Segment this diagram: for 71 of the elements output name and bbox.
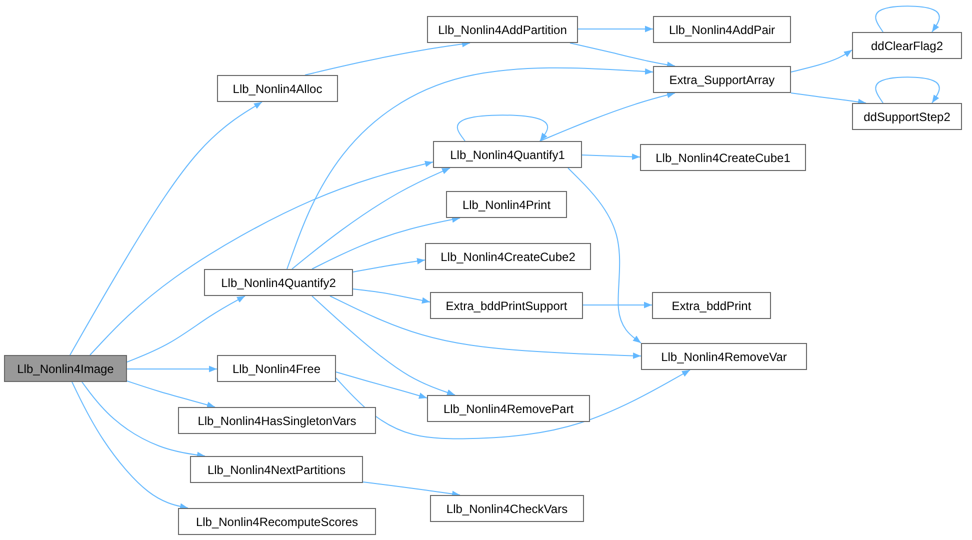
function-box — [652, 292, 771, 319]
function-name: Extra_SupportArray — [669, 72, 775, 86]
function-box — [653, 66, 791, 93]
function-box — [178, 407, 376, 434]
arrow — [90, 160, 434, 356]
function-name: Llb_Nonlin4RemoveVar — [661, 350, 787, 364]
arrow — [72, 382, 188, 510]
arrow — [582, 154, 640, 160]
function-name: Llb_Nonlin4RemovePart — [443, 402, 574, 416]
function-name: Extra_bddPrint — [672, 298, 752, 312]
function-box — [178, 508, 376, 535]
arrow — [352, 258, 426, 272]
function-box — [640, 144, 806, 171]
arrow — [875, 6, 940, 32]
function-name: Llb_Nonlin4NextPartitions — [207, 462, 346, 476]
arrow — [578, 26, 654, 32]
arrow — [126, 366, 218, 372]
function-box — [427, 16, 578, 43]
arrow — [456, 114, 548, 142]
function-name: ddClearFlag2 — [870, 38, 944, 52]
arrow — [790, 92, 866, 106]
arrow — [336, 370, 690, 440]
function-box — [446, 191, 567, 218]
arrow — [312, 296, 456, 396]
function-box — [852, 32, 962, 59]
function-name: Llb_Nonlin4Quantify2 — [221, 276, 336, 290]
arrow — [362, 482, 460, 498]
arrow — [570, 42, 676, 68]
function-name: Llb_Nonlin4Print — [462, 198, 551, 212]
arrow — [352, 288, 430, 304]
function-box — [4, 355, 127, 382]
function-box — [204, 269, 353, 296]
arrow — [286, 67, 654, 270]
function-box — [217, 355, 336, 382]
function-box — [641, 343, 807, 370]
function-box — [430, 495, 584, 522]
arrow — [292, 168, 450, 270]
function-box — [653, 16, 791, 43]
function-name: Llb_Nonlin4CheckVars — [446, 502, 568, 516]
function-name: Llb_Nonlin4CreateCube1 — [656, 150, 790, 164]
function-box — [427, 395, 590, 422]
arrow — [82, 382, 206, 458]
function-box — [190, 456, 363, 483]
arrow — [582, 302, 652, 308]
function-box — [852, 103, 962, 130]
arrow — [330, 296, 642, 359]
arrow — [540, 92, 676, 142]
function-name: Llb_Nonlin4Alloc — [232, 82, 322, 96]
function-box — [433, 141, 582, 168]
function-box — [217, 75, 338, 102]
function-name: Llb_Nonlin4Free — [232, 362, 321, 376]
function-box — [430, 292, 583, 319]
function-name: ddSupportStep2 — [864, 110, 950, 124]
function-name: Llb_Nonlin4Image — [17, 362, 114, 376]
function-name: Llb_Nonlin4AddPair — [668, 22, 776, 36]
function-name: Llb_Nonlin4CreateCube2 — [440, 250, 576, 264]
arrow — [336, 372, 428, 399]
arrow — [790, 50, 852, 72]
arrow — [70, 102, 262, 356]
function-box — [425, 243, 591, 270]
function-name: Llb_Nonlin4RecomputeScores — [196, 514, 358, 528]
function-name: Extra_bddPrintSupport — [446, 298, 568, 312]
arrow — [312, 216, 460, 270]
arrow — [126, 296, 246, 362]
arrow — [126, 380, 216, 408]
arrow — [875, 76, 940, 104]
function-name: Llb_Nonlin4AddPartition — [438, 22, 567, 36]
function-name: Llb_Nonlin4HasSingletonVars — [198, 414, 356, 428]
arrow — [304, 40, 470, 76]
function-name: Llb_Nonlin4Quantify1 — [450, 148, 565, 162]
arrow — [568, 168, 642, 344]
